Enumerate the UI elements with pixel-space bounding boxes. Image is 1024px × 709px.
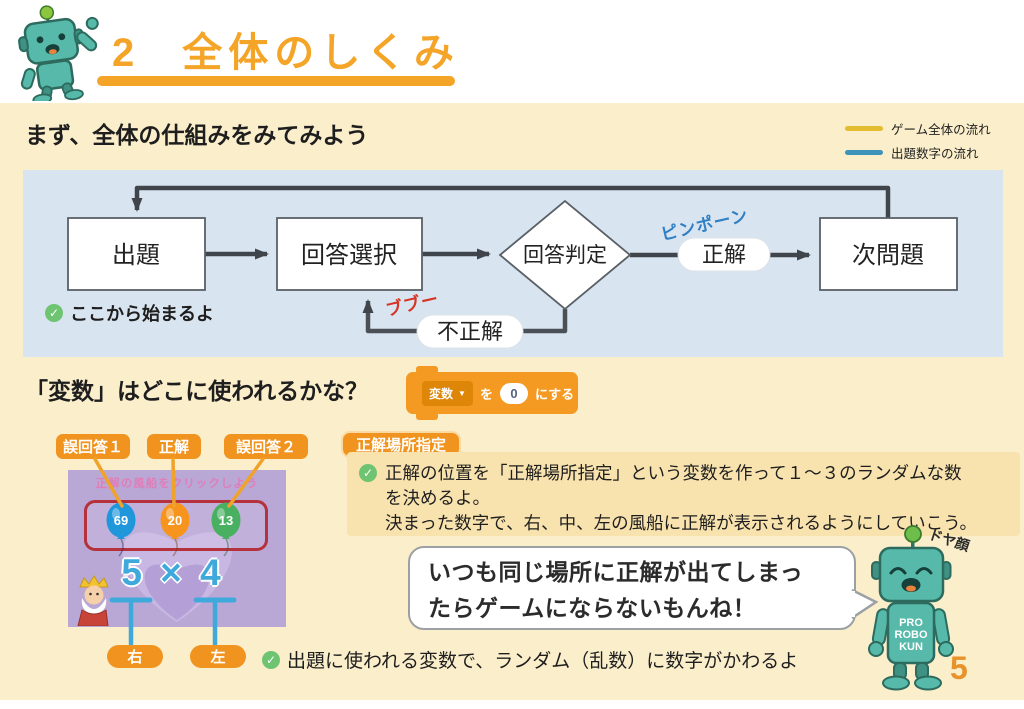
balloon-correct: 20 <box>160 502 190 557</box>
explanation-text: 正解の位置を「正解場所指定」という変数を作って１～３のランダムな数 を決めるよ。… <box>385 461 977 533</box>
start-note: ✓ ここから始まるよ <box>45 300 214 326</box>
speech-line-1: いつも同じ場所に正解が出てしまっ <box>428 559 804 585</box>
section-number: 2 <box>112 31 141 75</box>
flow-node-next: 次問題 <box>819 217 958 291</box>
explanation-line-1: 正解の位置を「正解場所指定」という変数を作って１～３のランダムな数 <box>385 463 962 483</box>
balloon-wrong-1: 69 <box>106 502 136 557</box>
speech-bubble-tail <box>851 588 879 620</box>
page-title: 2 全体のしくみ <box>112 20 460 78</box>
robot-chest-text: PRO ROBO KUN <box>895 617 928 653</box>
flow-node-start: 出題 <box>67 217 206 291</box>
intro-text: まず、全体の仕組みをみてみよう <box>25 122 369 148</box>
label-right: 右 <box>107 645 163 668</box>
title-underline <box>97 76 455 86</box>
scratch-value-field: 0 <box>499 382 528 404</box>
svg-text:正解: 正解 <box>702 242 746 267</box>
svg-text:回答選択: 回答選択 <box>301 242 397 269</box>
legend-game-flow-label: ゲーム全体の流れ <box>891 123 991 137</box>
section-title: 全体のしくみ <box>182 31 460 75</box>
svg-text:次問題: 次問題 <box>852 242 924 269</box>
svg-text:ROBO: ROBO <box>895 629 928 641</box>
svg-text:PRO: PRO <box>899 617 923 629</box>
svg-text:69: 69 <box>114 513 128 528</box>
mascot-robot-character: PRO ROBO KUN <box>868 525 954 691</box>
legend-number-flow: 出題数字の流れ <box>845 143 991 162</box>
flowchart-diagram: 出題 回答選択 回答判定 正解 次問題 不正解 ピ <box>67 185 958 349</box>
header: 2 全体のしくみ <box>0 0 1024 103</box>
scratch-set-variable-block: 変数 ▼ を 0 にする <box>406 366 578 420</box>
label-wrong-answer-2: 誤回答２ <box>224 434 308 459</box>
page-number: 5 <box>950 650 968 686</box>
explanation-line-2: を決めるよ。 <box>385 487 490 508</box>
game-caption: 正解の風船をクリックしよう <box>95 478 259 490</box>
scratch-particle: を <box>479 386 493 402</box>
flow-legend: ゲーム全体の流れ 出題数字の流れ <box>845 119 991 162</box>
svg-text:出題: 出題 <box>112 242 160 269</box>
svg-text:回答判定: 回答判定 <box>523 244 607 267</box>
scratch-block-top-bump <box>416 366 438 374</box>
label-wrong-answer-1: 誤回答１ <box>56 434 130 459</box>
scratch-variable-dropdown: 変数 ▼ <box>422 380 473 406</box>
flowchart-panel: 出題 回答選択 回答判定 正解 次問題 不正解 ピ <box>23 170 1003 357</box>
svg-text:KUN: KUN <box>899 641 923 653</box>
explanation-line-3: 決まった数字で、右、中、左の風船に正解が表示されるようにしていこう。 <box>385 512 978 533</box>
scratch-suffix: にする <box>534 386 575 402</box>
explanation-box: ✓ 正解の位置を「正解場所指定」という変数を作って１～３のランダムな数 を決める… <box>347 452 1020 536</box>
flow-node-incorrect: 不正解 <box>416 314 524 349</box>
svg-text:13: 13 <box>219 513 233 528</box>
svg-text:20: 20 <box>168 513 182 528</box>
speech-bubble: いつも同じ場所に正解が出てしまっ たらゲームにならないもんね！ <box>408 546 856 630</box>
check-icon: ✓ <box>262 650 280 669</box>
speech-line-2: たらゲームにならないもんね！ <box>428 595 757 621</box>
legend-blue-line-icon <box>845 150 883 155</box>
scratch-variable-name: 変数 <box>429 386 454 401</box>
chevron-down-icon: ▼ <box>458 388 466 398</box>
svg-text:不正解: 不正解 <box>437 319 503 344</box>
start-note-label: ここから始まるよ <box>70 304 214 324</box>
check-icon: ✓ <box>45 304 63 322</box>
balloons-group: 69 20 13 <box>106 502 241 557</box>
legend-game-flow: ゲーム全体の流れ <box>845 119 991 138</box>
variables-question: 「変数」はどこに使われるかな？ <box>25 378 369 404</box>
scratch-block-bottom-bump <box>416 412 438 420</box>
legend-yellow-line-icon <box>845 126 883 131</box>
legend-number-flow-label: 出題数字の流れ <box>891 147 979 161</box>
king-character <box>77 575 109 626</box>
check-icon: ✓ <box>359 464 377 482</box>
mascot-robot-header-icon <box>18 5 99 101</box>
label-left: 左 <box>190 645 246 668</box>
label-correct-answer: 正解 <box>147 434 201 459</box>
flow-loop-arrow <box>131 185 891 218</box>
bottom-margin <box>0 700 1024 709</box>
flow-node-correct: 正解 <box>677 237 771 272</box>
balloon-wrong-2: 13 <box>211 502 241 557</box>
flow-node-select: 回答選択 <box>276 217 423 291</box>
random-number-note: ✓ 出題に使われる変数で、ランダム（乱数）に数字がかわるよ <box>262 646 798 673</box>
game-screenshot: 正解の風船をクリックしよう 69 20 13 <box>68 470 286 627</box>
flow-node-judge: 回答判定 <box>498 199 632 311</box>
random-number-note-text: 出題に使われる変数で、ランダム（乱数）に数字がかわるよ <box>287 651 799 672</box>
problem-text: 5 × 4 <box>121 552 225 593</box>
